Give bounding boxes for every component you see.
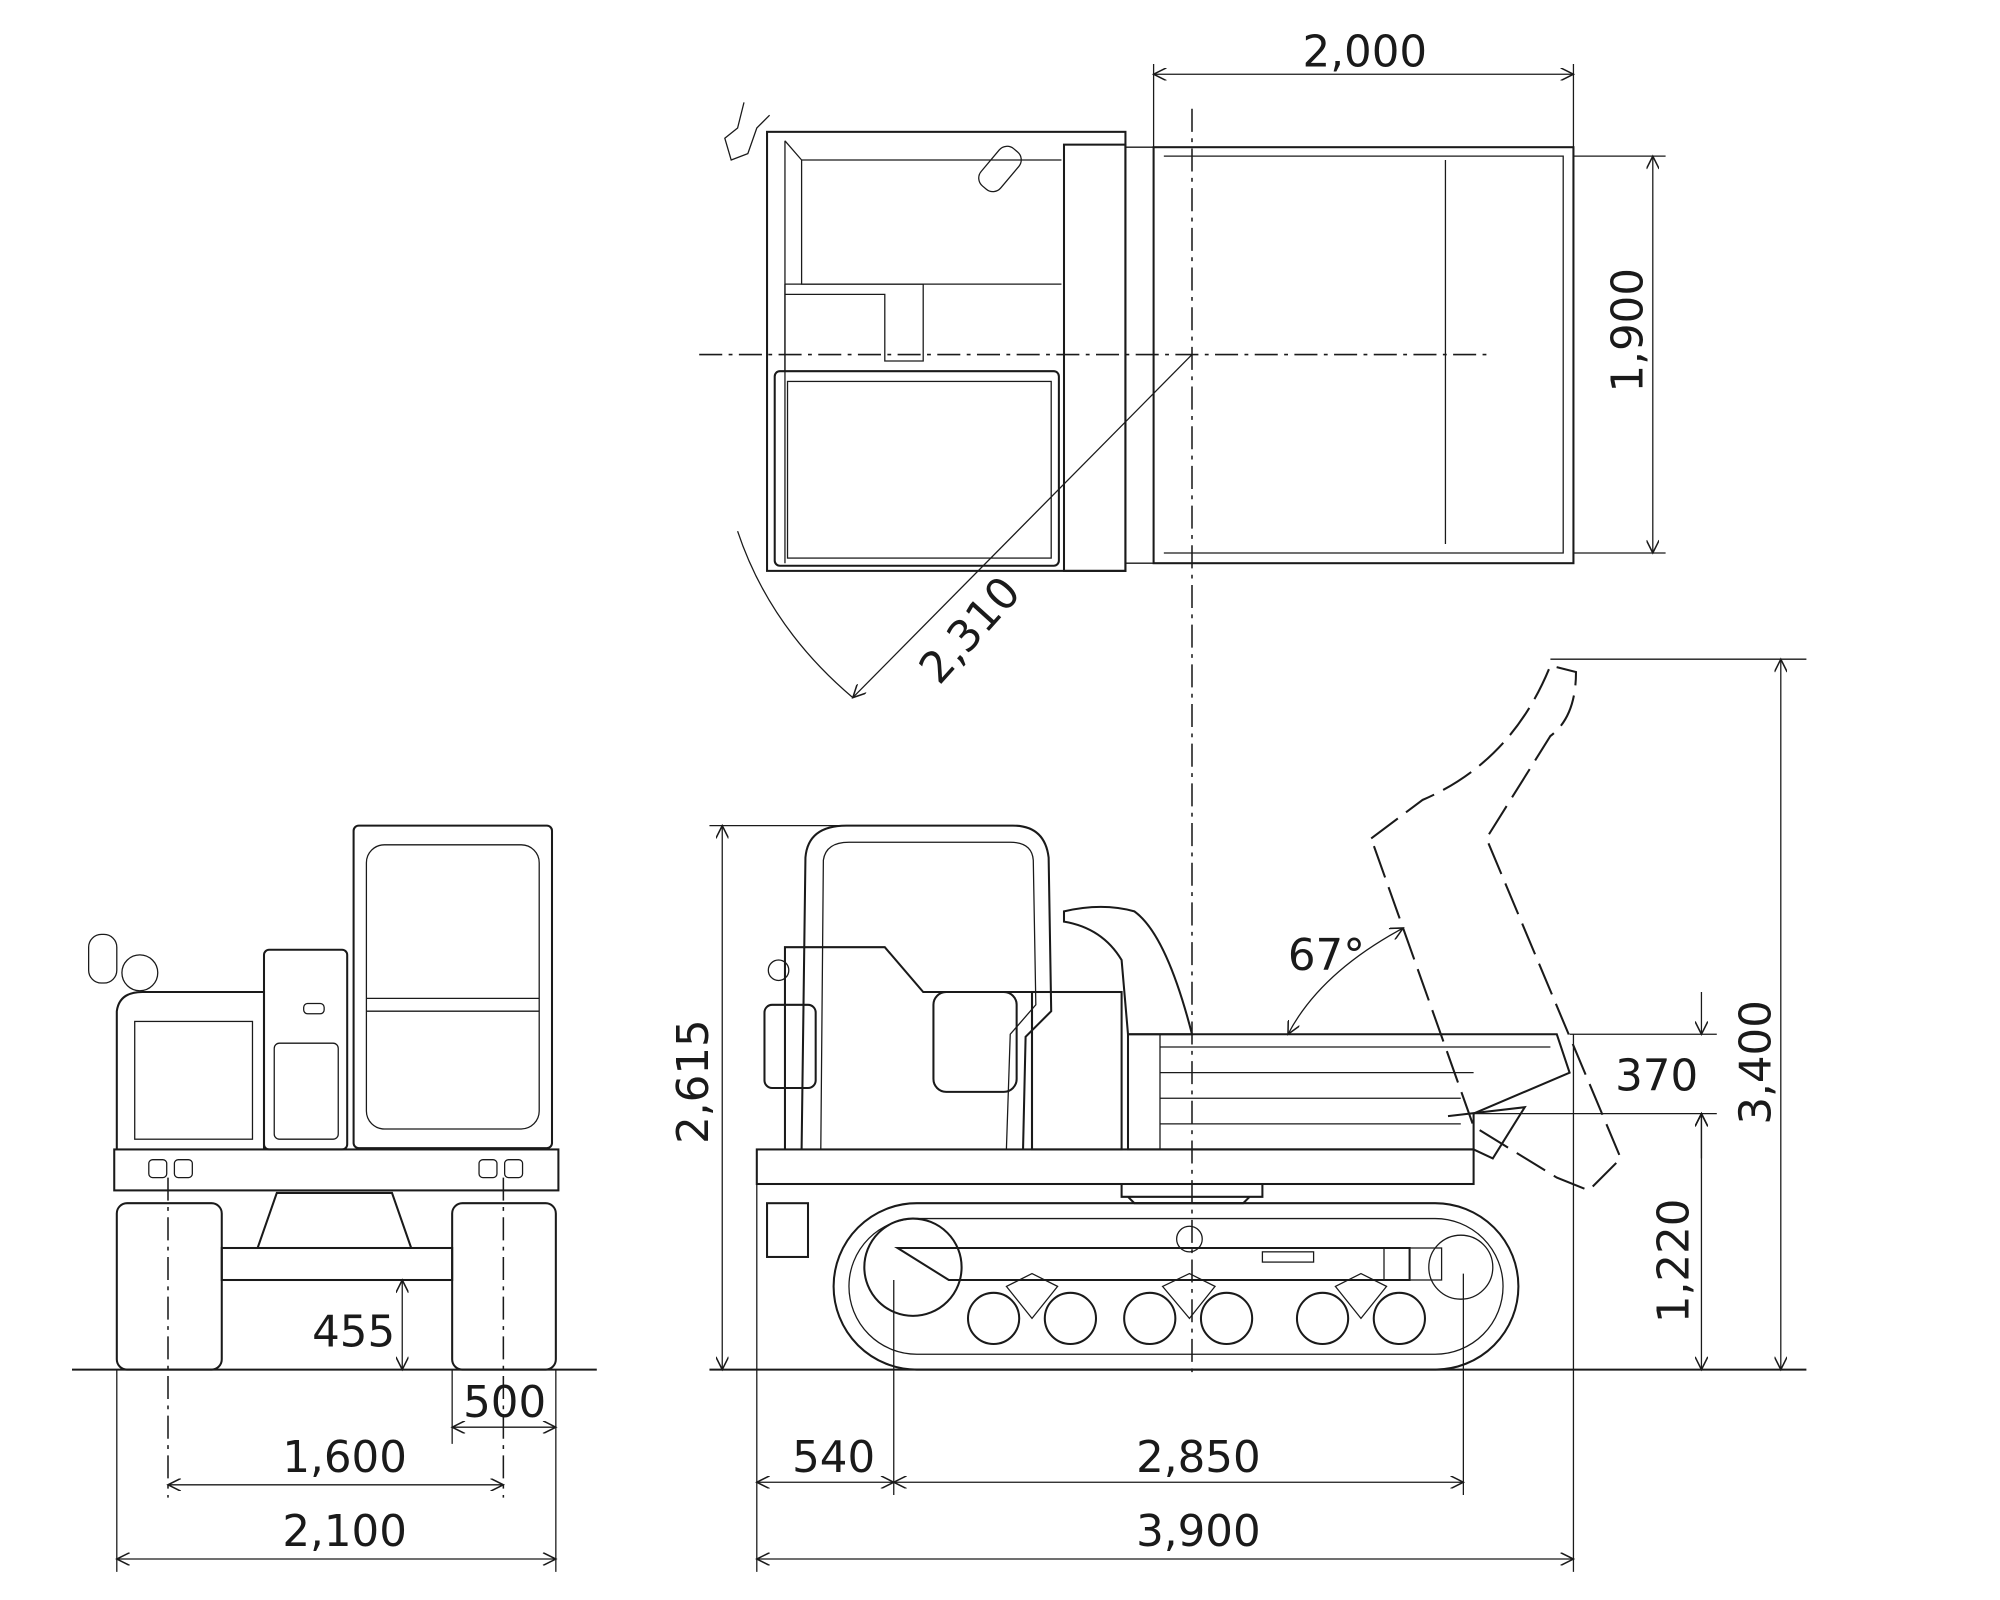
dim-ground-clearance: 455 <box>312 1308 395 1358</box>
top-seat <box>784 283 924 372</box>
top-view: 2,000 1,900 2,310 <box>699 28 1666 1376</box>
front-frame <box>113 1148 560 1192</box>
side-control-box <box>763 1003 817 1090</box>
top-body-outline <box>766 130 1127 572</box>
side-counterweight <box>766 1202 810 1258</box>
front-view: 455 500 1,600 2,100 <box>72 824 597 1572</box>
track-tensioner <box>1383 1247 1443 1281</box>
ext-lines-right <box>1473 658 1807 1115</box>
front-badge <box>303 1002 325 1015</box>
dim-swing-radius: 2,310 <box>910 568 1031 694</box>
dim-front-overhang: 540 <box>792 1433 875 1483</box>
front-rops-inner <box>365 844 540 1130</box>
top-engine-hood-inner <box>786 380 1052 559</box>
side-main-frame <box>755 1148 1475 1186</box>
swing-arc <box>736 530 854 699</box>
dim-line-2310 <box>853 354 1193 698</box>
front-engine-cover <box>262 948 349 1151</box>
ext-lines-bottom <box>756 1034 1575 1572</box>
front-track-crossbar <box>220 1246 454 1282</box>
front-control-lever <box>88 933 118 984</box>
front-left-track <box>115 1202 223 1371</box>
dim-max-dump-height: 3,400 <box>1732 1000 1782 1125</box>
side-view: 67° 2,615 3,400 370 1,220 540 2,850 3,90… <box>669 658 1807 1572</box>
dim-bed-width: 2,000 <box>1303 28 1428 78</box>
side-tailgate-hinge <box>1447 1105 1527 1160</box>
front-left-panel <box>134 1020 254 1140</box>
dim-overall-height: 2,615 <box>669 1019 719 1144</box>
side-hydraulic-tank <box>1030 990 1123 1151</box>
front-rops <box>352 824 554 1150</box>
side-mirror <box>767 959 790 982</box>
top-bed-hinge <box>1062 143 1127 572</box>
dim-track-gauge: 1,600 <box>282 1433 407 1483</box>
side-dump-bed <box>1126 1033 1571 1151</box>
dim-bed-floor-height: 1,220 <box>1650 1199 1700 1324</box>
track-label-plate <box>1261 1251 1315 1263</box>
dim-dump-angle: 67° <box>1288 931 1365 981</box>
front-access-door <box>273 1042 339 1140</box>
road-wheels <box>966 1272 1426 1346</box>
side-turntable <box>1120 1184 1264 1205</box>
dim-arc-67 <box>1288 928 1403 1034</box>
front-lights <box>148 1159 524 1179</box>
side-bed-guard <box>1062 905 1194 1036</box>
dim-overall-width: 2,100 <box>282 1507 407 1557</box>
dim-track-width: 500 <box>463 1378 546 1428</box>
track-frame <box>894 1246 1411 1282</box>
top-lever <box>978 145 1022 193</box>
drive-sprocket <box>863 1217 963 1317</box>
dim-bed-step: 370 <box>1615 1052 1698 1102</box>
top-control-handle <box>724 102 771 161</box>
crawler-track-inner <box>848 1217 1504 1355</box>
dim-overall-length: 3,900 <box>1136 1507 1261 1557</box>
dim-bed-length: 1,900 <box>1604 268 1654 393</box>
side-bed-ribs <box>1159 1034 1551 1150</box>
front-turntable <box>256 1191 413 1250</box>
rops-frame-inner <box>820 841 1037 1150</box>
idler-wheel <box>1428 1234 1494 1300</box>
top-bed-inner <box>1125 146 1564 564</box>
dim-track-length: 2,850 <box>1136 1433 1261 1483</box>
side-engine-hatch <box>932 990 1018 1093</box>
front-left-body <box>115 990 266 1150</box>
top-engine-hood <box>773 370 1060 567</box>
front-beacon <box>121 954 159 992</box>
crawler-track <box>832 1202 1520 1371</box>
swing-center-pin <box>1175 1225 1203 1253</box>
rops-frame <box>800 824 1053 1150</box>
raised-bed-outline <box>1369 664 1623 1192</box>
front-rops-bar <box>366 997 540 1012</box>
